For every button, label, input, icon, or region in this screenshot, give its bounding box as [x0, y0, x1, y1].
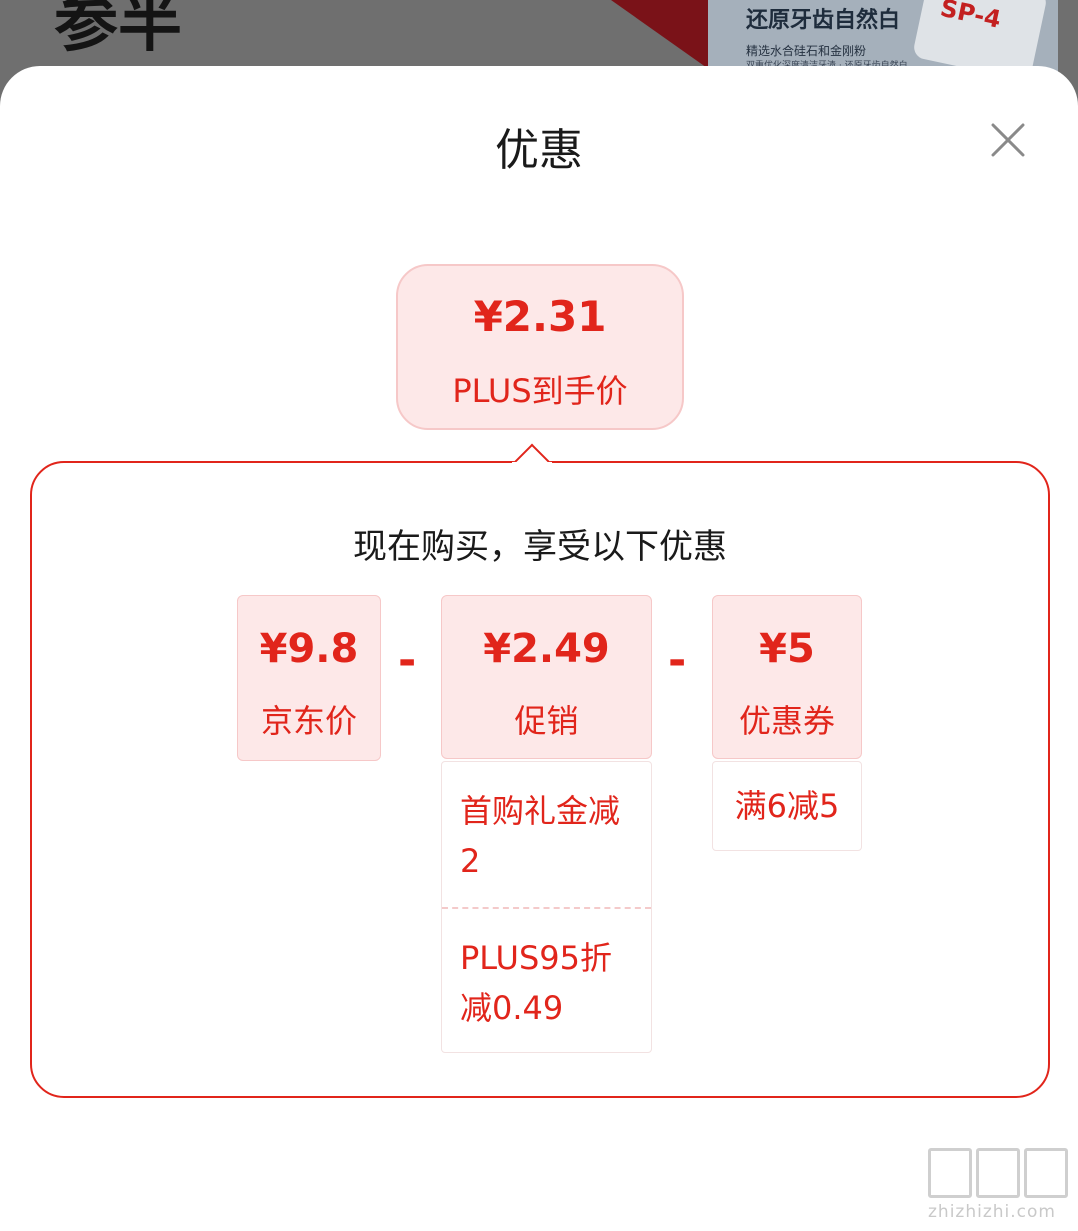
promotion-detail-item: 首购礼金减2: [460, 792, 621, 880]
ad-title: 还原牙齿自然白: [746, 8, 901, 33]
minus-sign: -: [668, 635, 687, 686]
watermark-logo: [928, 1148, 972, 1198]
promotion-label: 促销: [514, 702, 579, 740]
breakdown-heading: 现在购买，享受以下优惠: [353, 527, 727, 567]
jd-price-label: 京东价: [260, 702, 357, 740]
detail-divider: [442, 907, 651, 909]
background-heading: 参半: [54, 0, 182, 61]
toothpaste-label: SP-4: [937, 0, 1004, 34]
jd-price-amount: ¥9.8: [259, 626, 359, 672]
watermark-logo: [1024, 1148, 1068, 1198]
ad-subtitle: 精选水合硅石和金刚粉: [746, 44, 867, 58]
coupon-label: 优惠券: [738, 702, 835, 740]
final-price-label: PLUS到手价: [452, 372, 628, 410]
coupon-detail-item: 满6减5: [734, 787, 840, 825]
coupon-details: 满6减5: [712, 761, 862, 851]
background-red-shape: [611, 0, 710, 70]
watermark-logo: [976, 1148, 1020, 1198]
promotion-detail-item: PLUS95折减0.49: [460, 939, 612, 1027]
discount-breakdown-panel: 现在购买，享受以下优惠 ¥9.8 京东价 - ¥2.49 促销 首购礼金减2 P…: [30, 443, 1050, 1098]
sheet-title: 优惠: [495, 125, 583, 176]
coupon-amount: ¥5: [759, 626, 815, 672]
promotion-details: 首购礼金减2 PLUS95折减0.49: [441, 761, 652, 1053]
watermark-text: zhizhizhi.com: [928, 1202, 1056, 1222]
promotion-box: ¥2.49 促销: [441, 595, 652, 759]
promotion-amount: ¥2.49: [483, 626, 610, 672]
jd-price-box: ¥9.8 京东价: [237, 595, 381, 761]
discount-sheet: 优惠 ¥2.31 PLUS到手价 现在购买，享受以下优惠 ¥9.8 京东价 - …: [0, 66, 1078, 1231]
close-icon[interactable]: [990, 122, 1026, 158]
minus-sign: -: [398, 635, 417, 686]
coupon-box: ¥5 优惠券: [712, 595, 862, 759]
plus-final-price: ¥2.31 PLUS到手价: [396, 264, 684, 430]
final-price-amount: ¥2.31: [473, 292, 607, 341]
